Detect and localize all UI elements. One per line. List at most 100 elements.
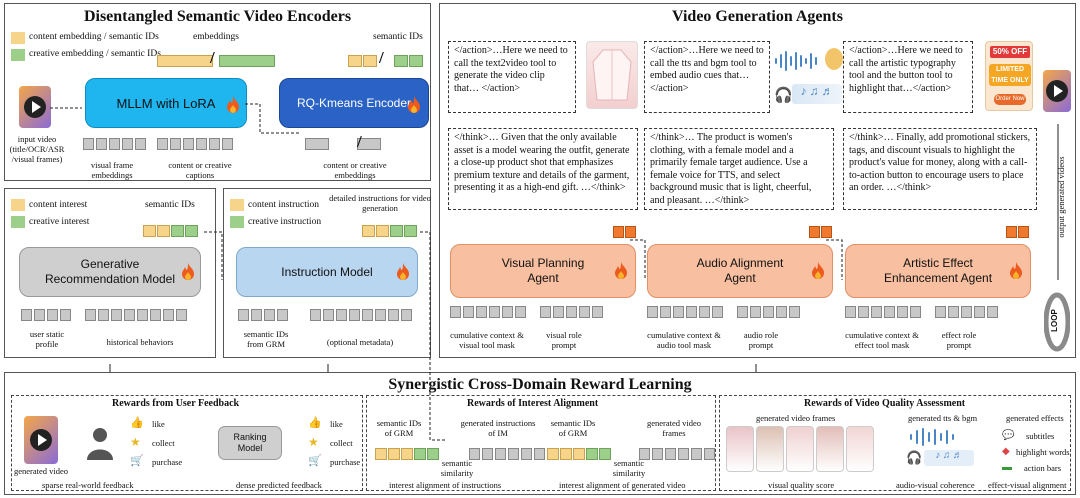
singer-icon [825, 48, 843, 70]
vq-score-label: visual quality score [768, 480, 835, 490]
music-notes-icon: ♪ ♫ ♬ [792, 84, 842, 104]
token [251, 309, 262, 321]
token [579, 306, 590, 318]
token [737, 306, 748, 318]
mllm-box: MLLM with LoRA [85, 78, 247, 128]
visual-frame-label: visual frame embeddings [90, 160, 134, 180]
detailed-instructions-label: detailed instructions for video generati… [329, 193, 431, 213]
embeddings-label: embeddings [193, 32, 239, 42]
promo-sticker-image: 50% OFF LIMITED TIME ONLY Order Now [985, 41, 1033, 111]
instruction-token [376, 225, 389, 237]
token [469, 448, 480, 460]
collect-label: collect [152, 438, 175, 448]
collect-label-2: collect [330, 438, 353, 448]
action-token [809, 226, 820, 238]
agent3-label: Artistic Effect Enhancement Agent [883, 256, 993, 285]
ia-subpanel: Rewards of Interest Alignment semantic I… [366, 395, 716, 491]
fire-icon [615, 262, 627, 279]
cart-icon: 🛒 [308, 455, 322, 467]
semantic-id-token [157, 225, 170, 237]
gen-instr-label: generated instructions of IM [460, 418, 536, 438]
token [183, 138, 194, 150]
embedding-token [157, 55, 213, 67]
action-bars-label: action bars [1024, 463, 1062, 473]
sem-grm-label-1: semantic IDs of GRM [376, 418, 422, 438]
token [534, 448, 545, 460]
semantic-ids-label: semantic IDs [373, 32, 423, 42]
gen-video-label: generated video [14, 466, 69, 476]
dense-label: dense predicted feedback [236, 480, 322, 490]
play-icon [1046, 80, 1068, 102]
token [547, 448, 559, 460]
action-bar-icon: ▬ [1002, 462, 1012, 473]
sticker-limited: LIMITED TIME ONLY [989, 64, 1031, 86]
token [776, 306, 787, 318]
token [515, 306, 526, 318]
ranking-model-box: Ranking Model [218, 426, 282, 460]
think-box-effect: </think>… Finally, add promotional stick… [843, 128, 1037, 210]
semantic-id-token [394, 55, 408, 67]
token [323, 309, 334, 321]
token [137, 309, 148, 321]
input-video-thumbnail [19, 86, 51, 128]
token [362, 309, 373, 321]
instruction-token [404, 225, 417, 237]
loop-label: LOOP [1049, 309, 1059, 332]
cc-embeddings-label: content or creative embeddings [323, 160, 387, 180]
video-frame [726, 426, 754, 472]
im-panel: content instruction creative instruction… [223, 188, 431, 358]
rq-kmeans-box: RQ-Kmeans Encoder [279, 78, 429, 128]
token [388, 309, 399, 321]
tts-bgm-label: generated tts & bgm [908, 413, 978, 423]
embedding-slash: / [210, 48, 215, 67]
semantic-id-token [363, 55, 377, 67]
mllm-label: MLLM with LoRA [116, 95, 216, 111]
token [34, 309, 45, 321]
ctx2-label: cumulative context & audio tool mask [647, 330, 721, 350]
token [647, 306, 658, 318]
grm-semantic-ids-label: semantic IDs [145, 200, 195, 210]
effects-label: generated effects [1006, 413, 1064, 423]
token [686, 306, 697, 318]
ctx1-label: cumulative context & visual tool mask [450, 330, 524, 350]
token [277, 309, 288, 321]
token [463, 306, 474, 318]
fire-icon [182, 263, 194, 280]
token [508, 448, 519, 460]
video-frame [786, 426, 814, 472]
garment-image [586, 41, 638, 109]
legend-creative-interest: creative interest [29, 217, 90, 227]
vq-frames-label: generated video frames [756, 413, 836, 423]
speech-bubble-icon: 💬 [1002, 430, 1015, 441]
think-box-visual: </think>… Given that the only available … [448, 128, 638, 210]
legend-creative-label: creative embedding / semantic IDs [29, 49, 161, 59]
agents-panel: Video Generation Agents </action>…Here w… [439, 3, 1076, 358]
token-slash: / [357, 132, 362, 151]
token [704, 448, 715, 460]
semantic-id-token [348, 55, 362, 67]
token [450, 306, 461, 318]
token [60, 309, 71, 321]
semantic-id-token [143, 225, 156, 237]
token [375, 309, 386, 321]
legend-content-label: content embedding / semantic IDs [29, 32, 159, 42]
token [789, 306, 800, 318]
token [135, 138, 146, 150]
token [678, 448, 689, 460]
visual-planning-agent-box: Visual Planning Agent [450, 244, 636, 298]
agent1-label: Visual Planning Agent [501, 256, 585, 285]
token [222, 138, 233, 150]
token [699, 306, 710, 318]
sticker-discount: 50% OFF [990, 46, 1030, 58]
play-icon [30, 429, 52, 451]
metadata-label: (optional metadata) [326, 337, 394, 347]
token [349, 309, 360, 321]
token [845, 306, 856, 318]
fire-icon [397, 263, 409, 280]
action-token [821, 226, 832, 238]
token [560, 448, 572, 460]
thumbs-up-icon: 👍 [308, 417, 322, 429]
im-box: Instruction Model [236, 247, 418, 297]
token [150, 309, 161, 321]
subtitles-label: subtitles [1026, 431, 1055, 441]
